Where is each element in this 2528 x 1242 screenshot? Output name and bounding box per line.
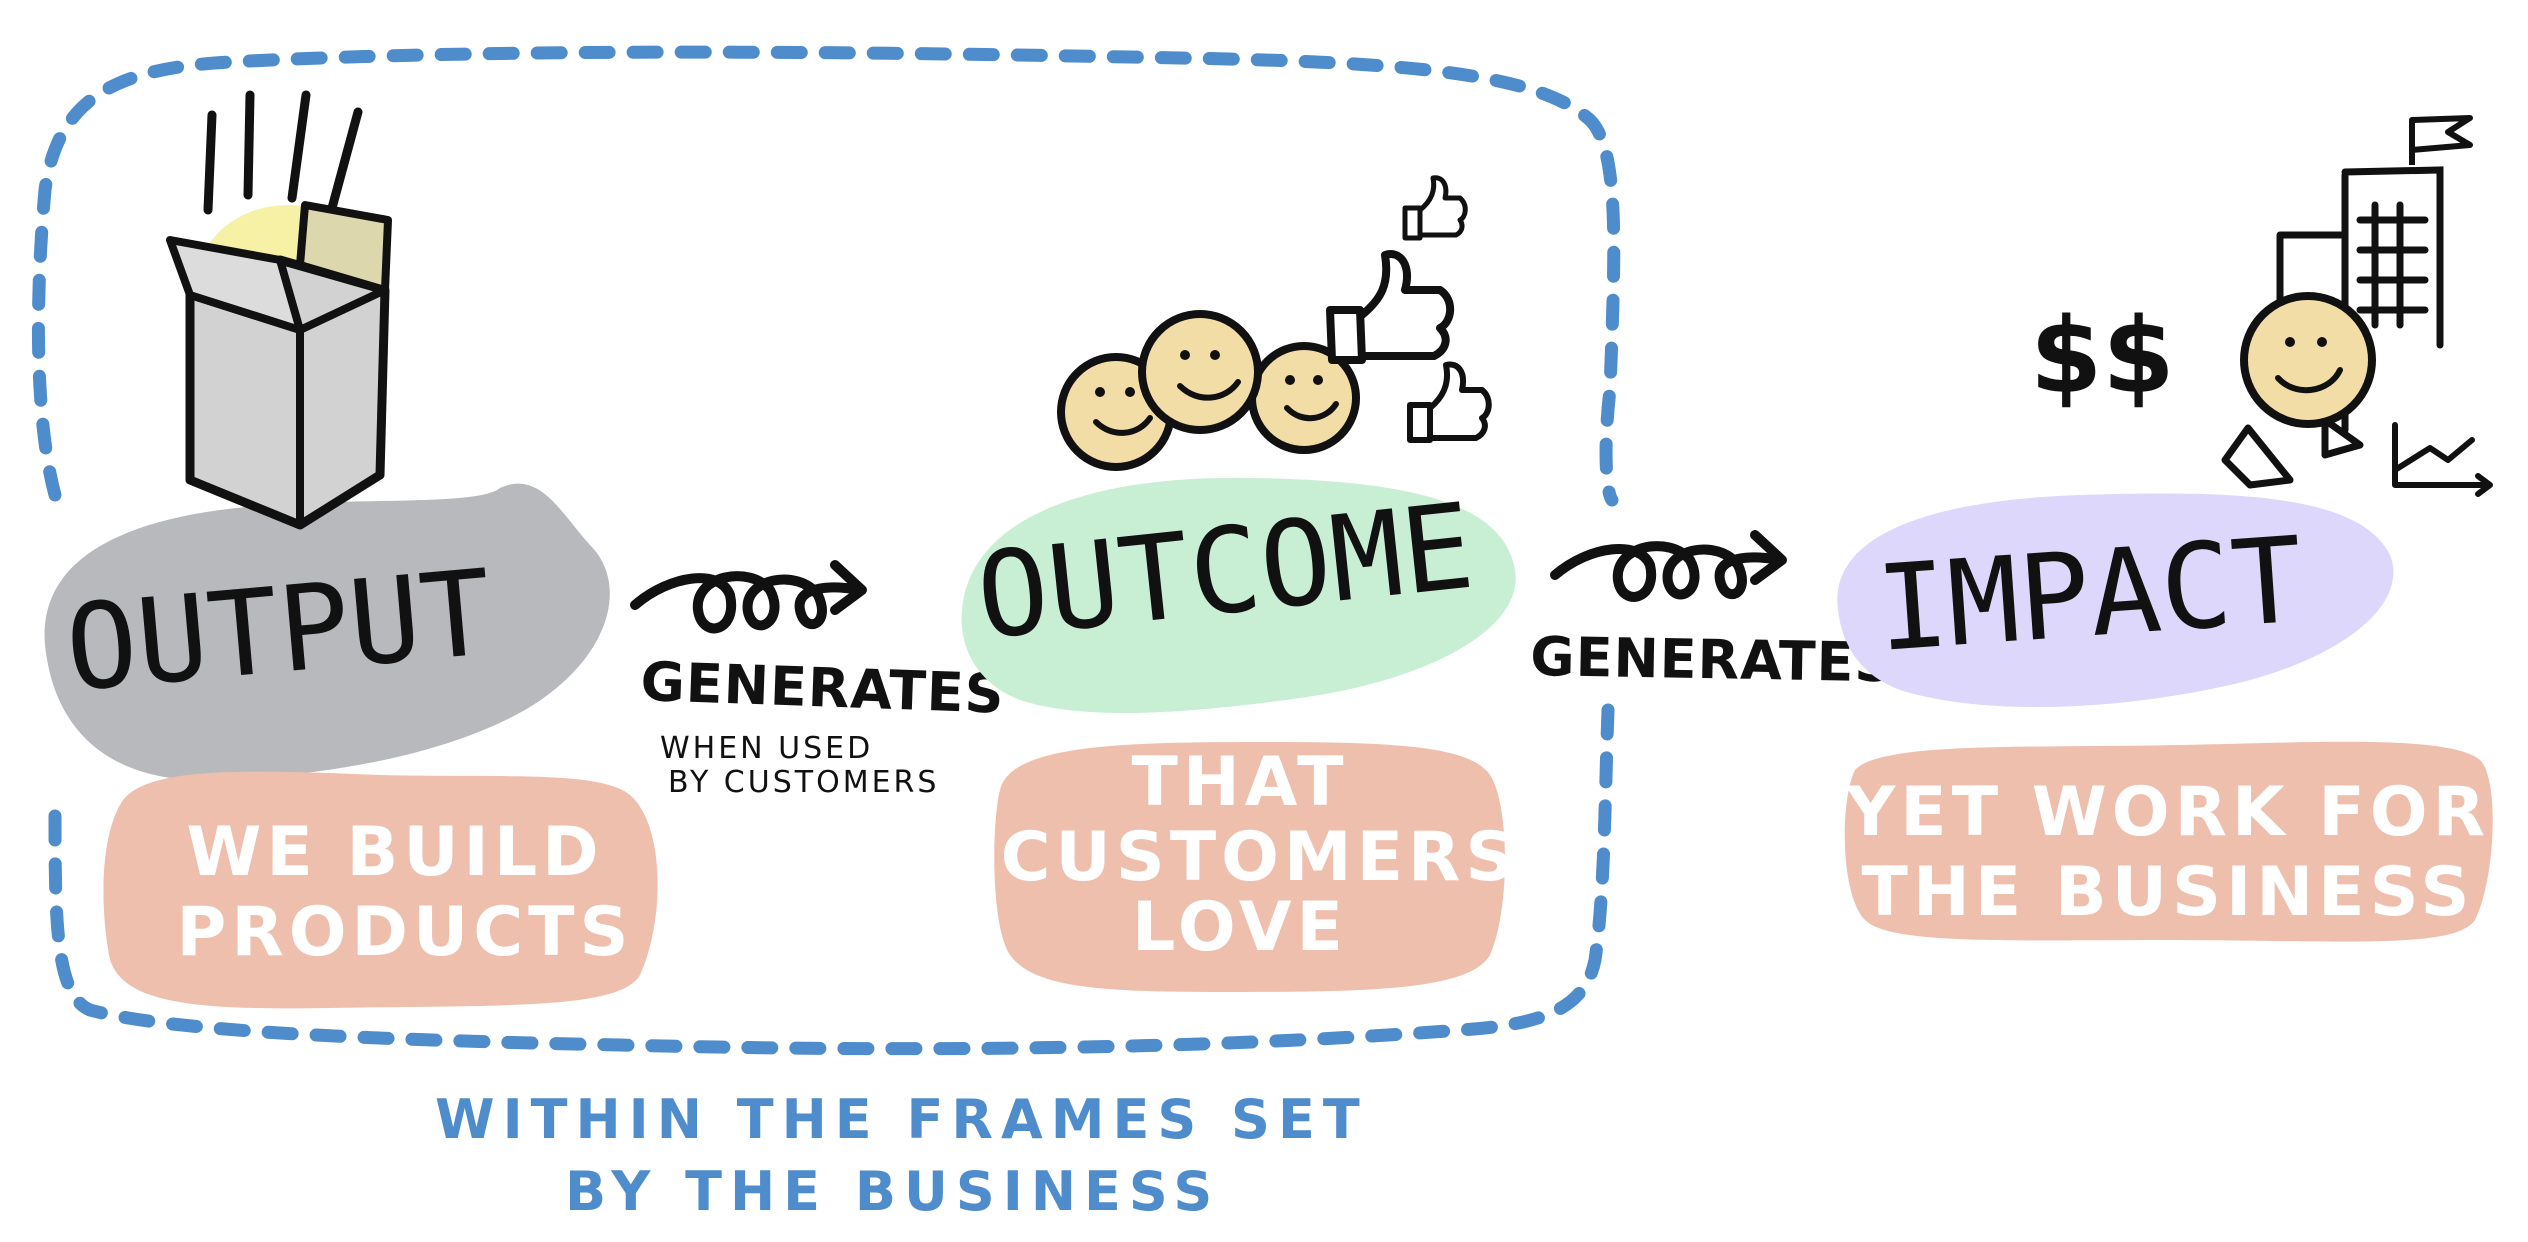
connector-note-line-1: WHEN USED <box>660 731 873 766</box>
frame-note: WITHIN THE FRAMES SET BY THE BUSINESS <box>435 1088 1368 1223</box>
connector-1: GENERATES WHEN USED BY CUSTOMERS <box>630 560 1006 800</box>
thumbs-up-icons <box>1326 175 1492 443</box>
connector-2: GENERATES <box>1530 530 1895 694</box>
loop-arrow-icon-2 <box>1550 541 1785 602</box>
loop-arrow-icon <box>630 571 865 634</box>
output-caption: WE BUILD PRODUCTS <box>103 771 658 1009</box>
outcome-stage: OUTCOME <box>961 175 1516 713</box>
impact-symbol: $$ <box>2030 295 2175 417</box>
impact-title: IMPACT <box>1872 511 2307 678</box>
impact-blob <box>1837 493 2394 708</box>
connector-note-line-2: BY CUSTOMERS <box>668 765 939 800</box>
impact-caption-line-2: THE BUSINESS <box>1862 853 2475 932</box>
output-caption-blob <box>103 771 658 1009</box>
frame-note-line-2: BY THE BUSINESS <box>565 1160 1220 1223</box>
business-frame <box>31 45 1621 1056</box>
generates-label-2: GENERATES <box>1530 625 1895 694</box>
impact-caption-line-1: YET WORK FOR <box>1845 773 2490 852</box>
outcome-caption: THAT CUSTOMERS LOVE <box>994 742 1520 992</box>
business-growth-icon <box>2221 115 2493 497</box>
outcome-caption-line-3: LOVE <box>1132 888 1348 967</box>
open-box-icon <box>166 90 392 530</box>
output-blob <box>44 483 610 781</box>
output-caption-line-2: PRODUCTS <box>177 893 634 972</box>
smiling-faces-icon <box>1057 310 1360 471</box>
output-caption-line-1: WE BUILD <box>186 813 603 892</box>
impact-stage: $$ IMPACT <box>1837 115 2493 708</box>
generates-label-1: GENERATES <box>640 650 1006 726</box>
outcome-blob <box>961 477 1516 713</box>
frame-note-line-1: WITHIN THE FRAMES SET <box>435 1088 1368 1151</box>
outcome-caption-blob <box>994 742 1505 992</box>
outcome-caption-line-2: CUSTOMERS <box>1001 818 1520 897</box>
output-stage: OUTPUT <box>44 90 610 781</box>
impact-caption: YET WORK FOR THE BUSINESS <box>1844 741 2493 942</box>
impact-caption-blob <box>1844 741 2493 942</box>
outcome-caption-line-1: THAT <box>1131 743 1348 822</box>
